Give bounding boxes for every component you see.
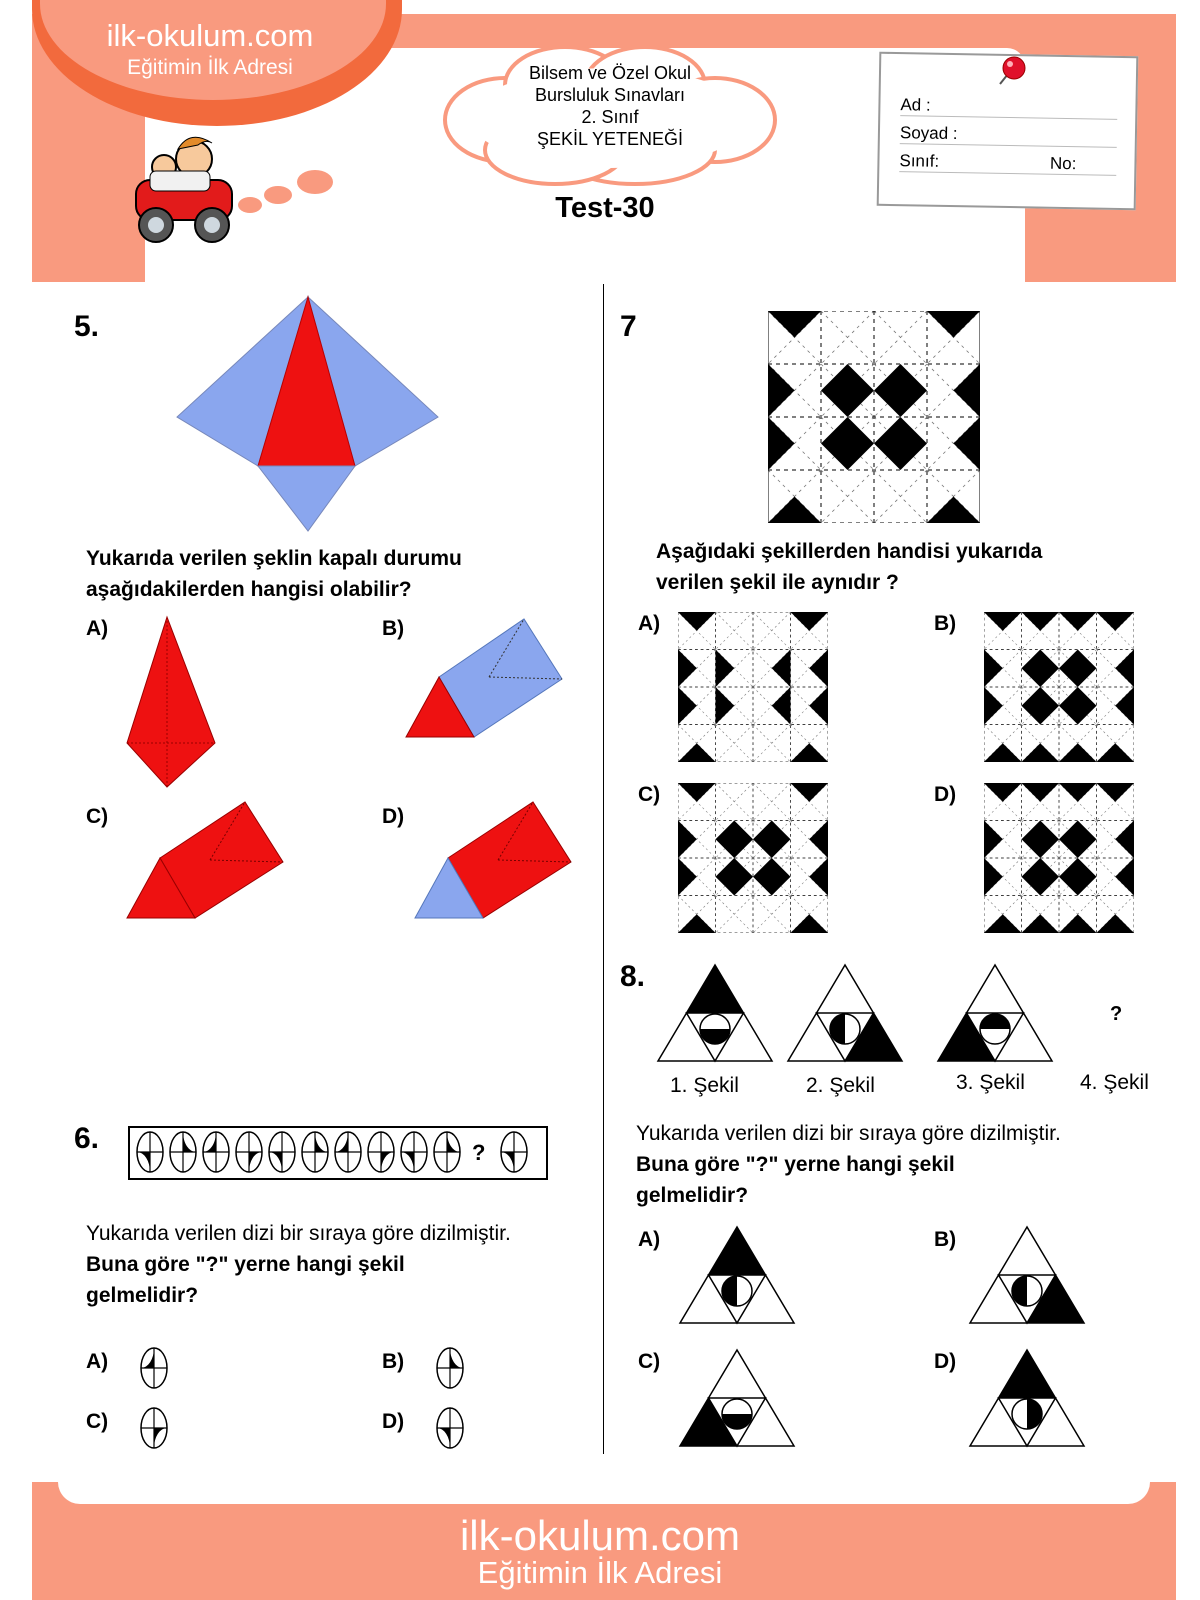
card-soyad-label: Soyad : (899, 123, 958, 144)
card-sinif-no-field[interactable]: Sınıf: No: (899, 144, 1117, 176)
q7-option-c-figure[interactable] (678, 783, 828, 933)
q6-sequence-figures (136, 1131, 528, 1173)
q7-option-b-figure[interactable] (984, 612, 1134, 762)
q7-pattern-figure (768, 311, 980, 523)
q6-option-b-label[interactable]: B) (382, 1350, 405, 1373)
cloud-line-3: 2. Sınıf (581, 107, 639, 127)
footer-site-name: ilk-okulum.com (459, 1512, 741, 1559)
q8-question-line-3: gelmelidir? (636, 1184, 749, 1207)
q6-sequence-box (128, 1126, 548, 1180)
q8-label-4: 4. Şekil (1080, 1071, 1149, 1094)
footer-slogan: Eğitimin İlk Adresi (477, 1555, 723, 1590)
q5-option-a-label[interactable]: A) (86, 617, 109, 640)
q8-option-d-figure[interactable] (968, 1348, 1086, 1448)
q8-label-1: 1. Şekil (670, 1074, 739, 1097)
card-ad-field[interactable]: Ad : (900, 88, 1118, 120)
q8-sekil-3-figure (936, 963, 1054, 1063)
q5-option-b-figure[interactable] (404, 617, 564, 742)
q6-option-d-figure[interactable] (434, 1406, 466, 1450)
cloud-line-4: ŞEKİL YETENEĞİ (536, 129, 684, 149)
q5-option-a-figure[interactable] (125, 615, 220, 790)
q6-question-line-3: gelmelidir? (86, 1284, 199, 1307)
q8-label-2: 2. Şekil (806, 1074, 875, 1097)
q5-unfolded-net-figure (176, 295, 439, 532)
q5-option-d-label[interactable]: D) (382, 805, 405, 828)
q6-option-b-figure[interactable] (434, 1346, 466, 1390)
card-sinif-label: Sınıf: (899, 151, 940, 171)
q8-option-d-label[interactable]: D) (934, 1350, 957, 1373)
q8-option-b-figure[interactable] (968, 1225, 1086, 1325)
q7-option-a-label[interactable]: A) (638, 612, 661, 635)
cartoon-car-illustration (135, 136, 233, 243)
q8-option-b-label[interactable]: B) (934, 1228, 957, 1251)
header-site-name: ilk-okulum.com (106, 18, 314, 53)
q8-question-line-2: Buna göre "?" yerne hangi şekil (636, 1153, 955, 1176)
cloud-text: Bilsem ve Özel Okul Bursluluk Sınavları … (470, 62, 750, 150)
cloud-line-2: Bursluluk Sınavları (534, 85, 686, 105)
q5-option-d-figure[interactable] (413, 800, 573, 925)
q5-question-line-2: aşağıdakilerden hangisi olabilir? (86, 578, 412, 601)
q6-option-a-figure[interactable] (138, 1346, 170, 1390)
q8-option-c-figure[interactable] (678, 1348, 796, 1448)
column-divider (603, 284, 604, 1454)
q7-option-b-label[interactable]: B) (934, 612, 957, 635)
q8-label-3: 3. Şekil (956, 1071, 1025, 1094)
q5-option-c-figure[interactable] (125, 800, 285, 925)
q7-option-d-figure[interactable] (984, 783, 1134, 933)
q6-option-c-label[interactable]: C) (86, 1410, 109, 1433)
q8-sekil-1-figure (656, 963, 774, 1063)
q7-option-a-figure[interactable] (678, 612, 828, 762)
cloud-line-1: Bilsem ve Özel Okul (528, 63, 692, 83)
q5-question: Yukarıda verilen şeklin kapalı durumu aş… (86, 543, 556, 605)
q7-number: 7 (620, 310, 637, 343)
q6-question-line-2: Buna göre "?" yerne hangi şekil (86, 1253, 405, 1276)
q5-option-b-label[interactable]: B) (382, 617, 405, 640)
q6-option-c-figure[interactable] (138, 1406, 170, 1450)
card-no-label: No: (1049, 153, 1077, 174)
q7-question-line-1: Aşağıdaki şekillerden handisi yukarıda (656, 540, 1043, 563)
q8-option-a-figure[interactable] (678, 1225, 796, 1325)
q8-question: Yukarıda verilen dizi bir sıraya göre di… (636, 1118, 1176, 1211)
thought-bubbles (238, 170, 333, 213)
q5-question-line-1: Yukarıda verilen şeklin kapalı durumu (86, 547, 462, 570)
q7-question-line-2: verilen şekil ile aynıdır ? (656, 571, 899, 594)
q8-question-line-1: Yukarıda verilen dizi bir sıraya göre di… (636, 1122, 1061, 1145)
test-title: Test-30 (555, 192, 655, 224)
q7-option-d-label[interactable]: D) (934, 783, 957, 806)
q8-question-mark: ? (1110, 1003, 1123, 1025)
q5-number: 5. (74, 310, 100, 343)
title-cloud (443, 45, 777, 186)
q8-option-c-label[interactable]: C) (638, 1350, 661, 1373)
q8-number: 8. (620, 960, 646, 993)
q6-option-d-label[interactable]: D) (382, 1410, 405, 1433)
q7-option-c-label[interactable]: C) (638, 783, 661, 806)
pushpin-icon (999, 56, 1026, 85)
card-ad-label: Ad : (900, 95, 931, 115)
q6-question-mark: ? (472, 1140, 486, 1165)
q6-question: Yukarıda verilen dizi bir sıraya göre di… (86, 1218, 586, 1311)
footer-inner-curve (58, 1482, 1150, 1504)
q6-number: 6. (74, 1122, 100, 1155)
q8-option-a-label[interactable]: A) (638, 1228, 661, 1251)
q6-question-line-1: Yukarıda verilen dizi bir sıraya göre di… (86, 1222, 511, 1245)
card-soyad-field[interactable]: Soyad : (899, 116, 1118, 148)
q6-option-a-label[interactable]: A) (86, 1350, 109, 1373)
header-slogan: Eğitimin İlk Adresi (127, 56, 293, 79)
q8-sekil-2-figure (786, 963, 904, 1063)
q5-option-c-label[interactable]: C) (86, 805, 109, 828)
q7-question: Aşağıdaki şekillerden handisi yukarıda v… (656, 536, 1156, 598)
